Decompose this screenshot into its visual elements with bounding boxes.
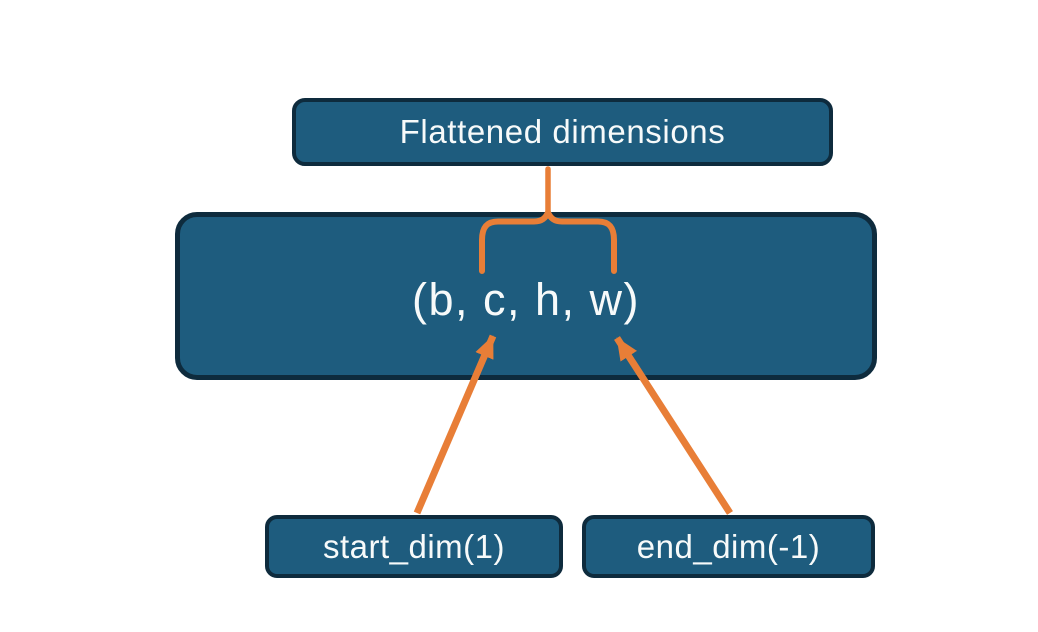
node-end-dim: end_dim(-1) [582, 515, 875, 578]
tensor-shape-label: (b, c, h, w) [411, 274, 641, 325]
node-start-dim: start_dim(1) [265, 515, 563, 578]
flattened-dimensions-label: Flattened dimensions [399, 113, 726, 150]
node-flattened-dimensions: Flattened dimensions [292, 98, 833, 166]
start-dim-label: start_dim(1) [322, 527, 506, 565]
node-tensor-shape: (b, c, h, w) [175, 212, 877, 380]
end-dim-label: end_dim(-1) [636, 527, 821, 565]
